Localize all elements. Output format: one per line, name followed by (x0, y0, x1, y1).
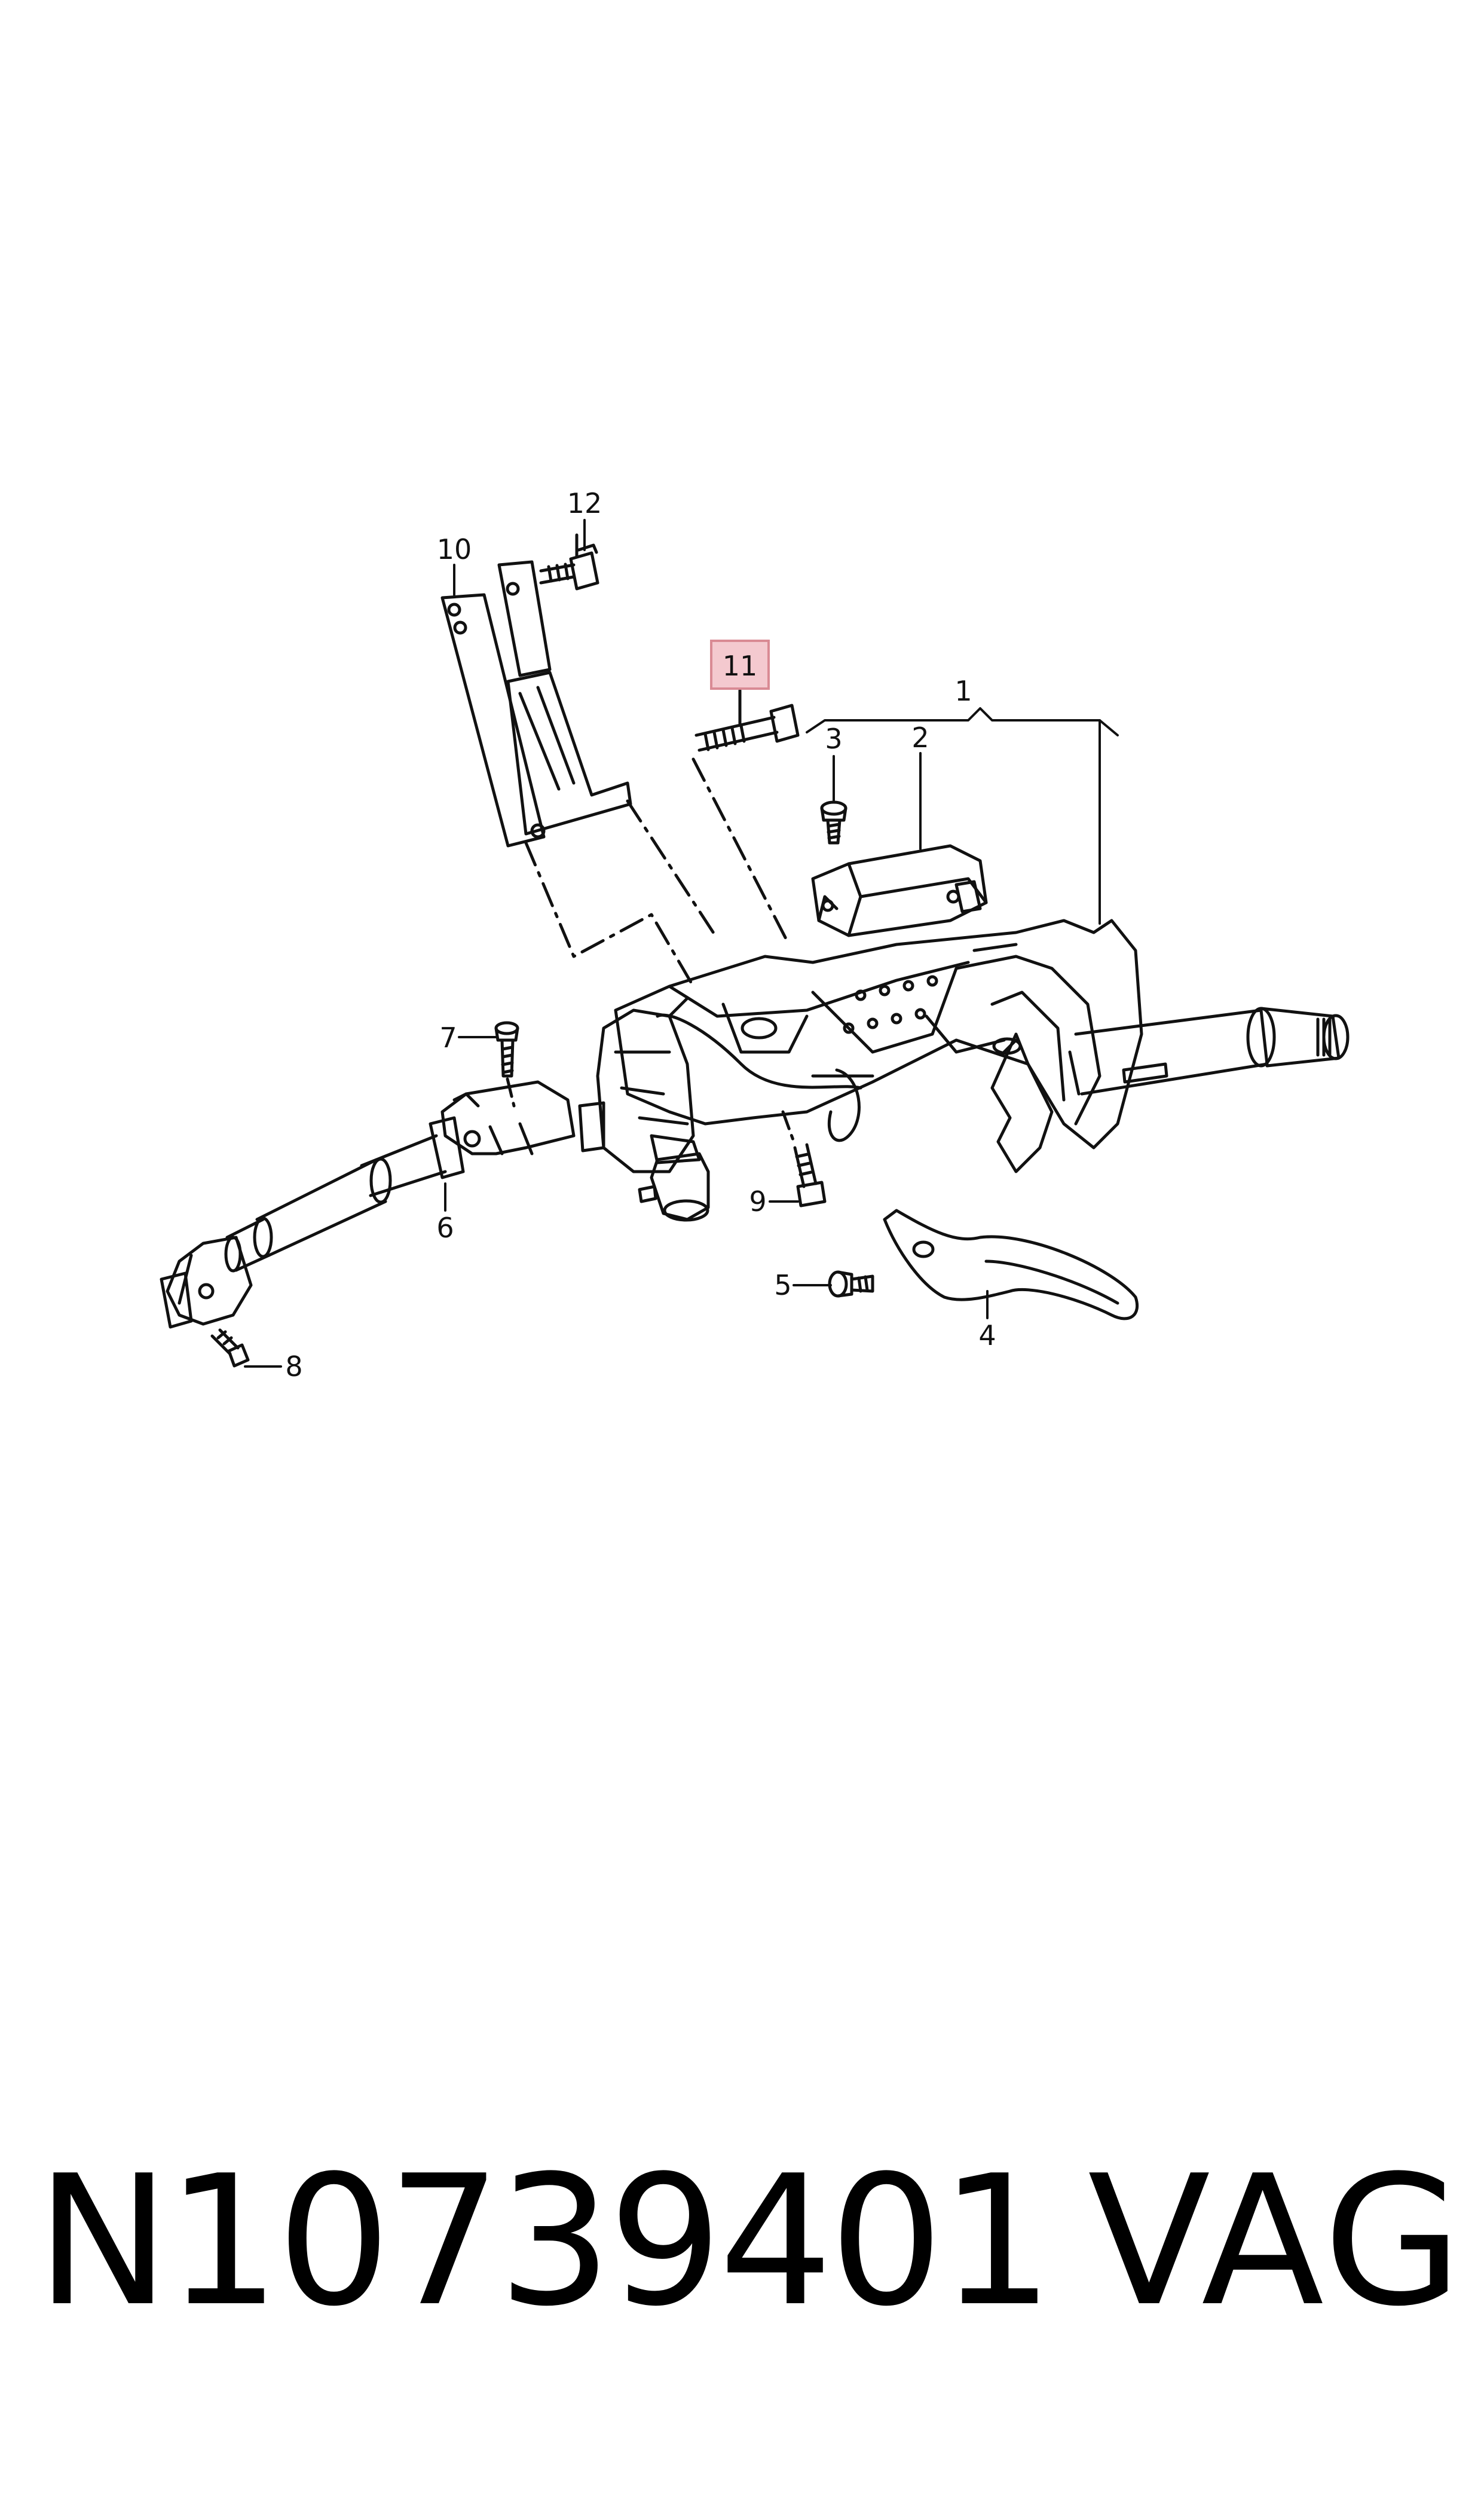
bracket-part-10 (440, 560, 719, 988)
callout-2: 2 (911, 722, 929, 754)
bolt-part-9 (781, 1110, 827, 1207)
screw-part-5 (828, 1270, 874, 1298)
brand-name: VAG (1088, 2137, 1465, 2346)
callout-11-highlight (710, 640, 770, 690)
part-number: N10739401 (36, 2137, 1054, 2346)
callout-6: 6 (436, 1212, 454, 1244)
callout-7: 7 (439, 1022, 457, 1054)
callout-10: 10 (437, 533, 472, 565)
release-lever-part-4 (883, 1209, 1139, 1320)
steering-column-part-1 (578, 919, 1350, 1222)
callout-12: 12 (567, 487, 602, 519)
bolt-part-7 (494, 1021, 519, 1108)
callout-labels: 1 2 3 4 5 6 7 8 9 10 11 12 (285, 487, 996, 1383)
screw-part-3 (820, 800, 847, 845)
callout-9: 9 (749, 1185, 766, 1218)
control-unit-part-2 (811, 844, 988, 937)
callout-1: 1 (954, 675, 972, 707)
bolt-part-8 (210, 1328, 250, 1368)
callout-11: 11 (723, 650, 758, 682)
intermediate-shaft-part-6 (160, 1080, 576, 1329)
bolt-part-12 (539, 533, 599, 591)
callout-3: 3 (825, 723, 842, 755)
callout-leader-lines (244, 519, 1119, 1368)
callout-4: 4 (978, 1319, 996, 1352)
bolt-part-11 (691, 689, 800, 946)
callout-5: 5 (774, 1269, 791, 1301)
callout-8: 8 (285, 1350, 302, 1383)
